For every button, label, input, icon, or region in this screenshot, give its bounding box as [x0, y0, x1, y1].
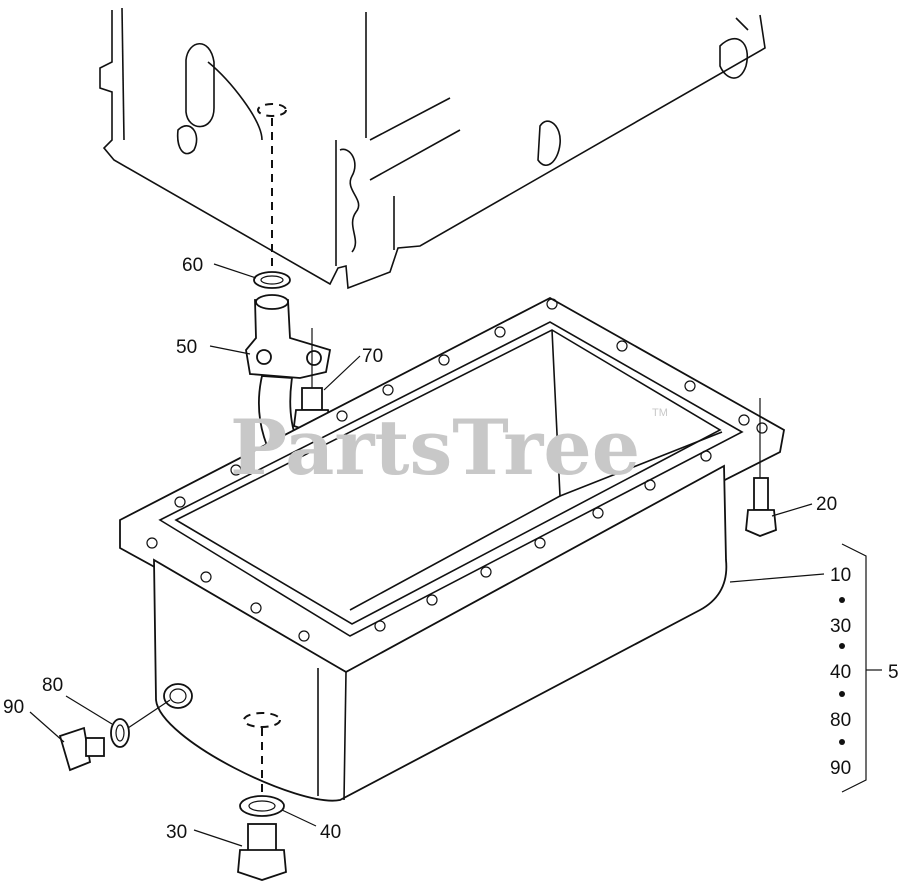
callout-40: 40	[320, 822, 341, 843]
callout-60: 60	[182, 255, 203, 276]
callout-20: 20	[816, 494, 837, 515]
drain-hole-outline	[243, 712, 281, 728]
drain-plug-30	[237, 823, 287, 881]
drain-plug-90	[58, 726, 105, 772]
callout-80-list: 80	[830, 710, 851, 731]
o-ring-60	[253, 271, 291, 289]
bolt-20	[745, 398, 777, 537]
callout-80: 80	[42, 675, 63, 696]
block-port-outline	[257, 103, 287, 117]
callout-50: 50	[176, 337, 197, 358]
leader-lines	[29, 263, 882, 847]
callout-10: 10	[830, 565, 851, 586]
engine-block	[99, 7, 766, 290]
callout-30: 30	[166, 822, 187, 843]
list-separator-dots	[839, 597, 845, 745]
callout-90-list: 90	[830, 758, 851, 779]
flange-bolt-holes	[146, 298, 768, 642]
watermark-text: PartsTree	[230, 403, 640, 492]
gasket-80	[110, 718, 130, 748]
gasket-40	[239, 795, 285, 817]
oil-pan-10	[119, 296, 786, 802]
callout-40-list: 40	[830, 662, 851, 683]
callout-5: 5	[888, 662, 899, 683]
watermark-trademark: TM	[652, 407, 668, 419]
callout-30-list: 30	[830, 616, 851, 637]
callout-90: 90	[3, 697, 24, 718]
callout-70: 70	[362, 346, 383, 367]
